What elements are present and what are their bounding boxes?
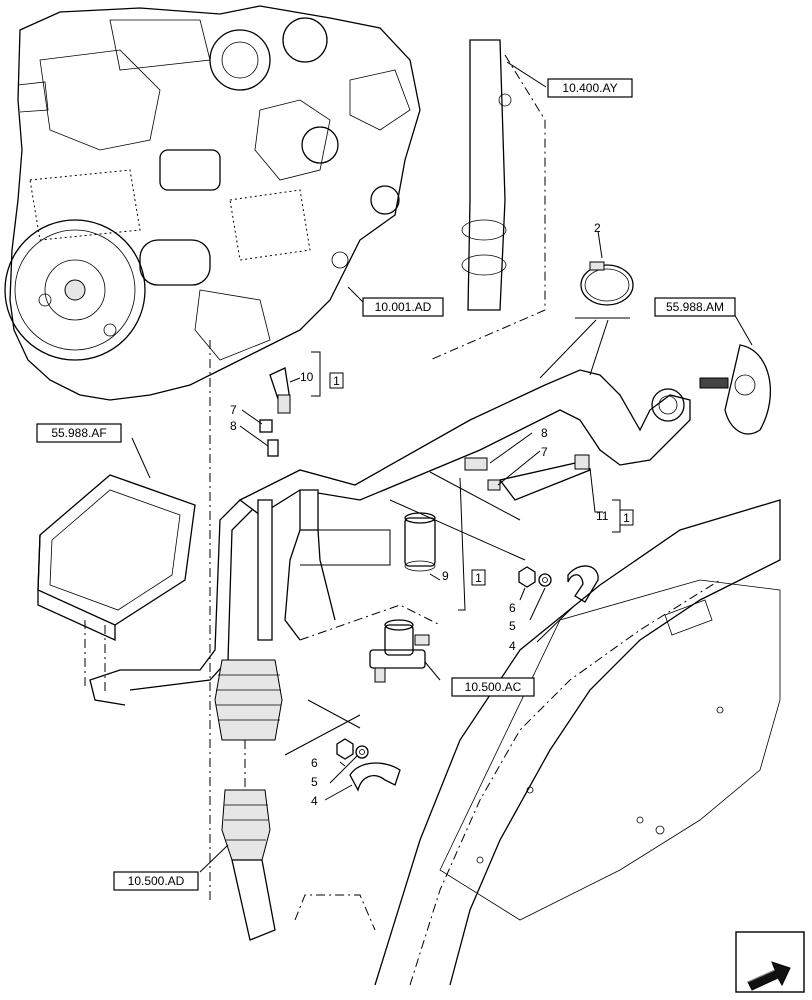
callout-5: 5 xyxy=(311,775,318,789)
quantity-box-9: 1 xyxy=(471,569,486,586)
engine-assembly xyxy=(4,5,421,401)
clamp-set-upper xyxy=(518,565,599,603)
callout-7: 7 xyxy=(541,445,548,459)
callout-5: 5 xyxy=(509,619,516,633)
callout-9: 9 xyxy=(442,569,449,583)
quantity-value: 1 xyxy=(623,511,630,525)
fitting-parts-right xyxy=(464,454,590,491)
reference-label: 10.500.AC xyxy=(465,680,522,694)
sensor-component xyxy=(699,344,772,435)
quantity-value: 1 xyxy=(475,571,482,585)
clamp-set-lower xyxy=(336,738,401,792)
quantity-value: 1 xyxy=(333,374,340,388)
callout-11: 11 xyxy=(596,509,609,523)
callout-4: 4 xyxy=(509,639,516,653)
callout-8: 8 xyxy=(541,426,548,440)
reference-10-001-ad[interactable]: 10.001.AD xyxy=(362,297,444,317)
reference-55-988-am[interactable]: 55.988.AM xyxy=(654,297,736,317)
callout-2: 2 xyxy=(594,221,601,235)
reference-label: 55.988.AF xyxy=(51,426,106,440)
reference-label: 10.500.AD xyxy=(128,874,185,888)
callout-6: 6 xyxy=(509,601,516,615)
valve-assembly xyxy=(299,604,441,683)
bellows-boot xyxy=(214,659,283,941)
reference-label: 10.400.AY xyxy=(562,81,617,95)
reference-label: 10.001.AD xyxy=(375,300,432,314)
callout-4: 4 xyxy=(311,794,318,808)
hose-clamp xyxy=(580,261,634,306)
reference-10-400-ay[interactable]: 10.400.AY xyxy=(547,78,633,98)
filter-cartridge xyxy=(404,512,436,572)
reference-55-988-af[interactable]: 55.988.AF xyxy=(36,423,122,443)
callout-10: 10 xyxy=(300,370,314,384)
control-module-box xyxy=(37,474,196,695)
leader-lines xyxy=(131,61,753,873)
cab-panel xyxy=(294,499,781,986)
callout-numbers: 2 10 7 8 8 7 11 9 6 5 4 6 5 4 xyxy=(230,221,609,808)
reference-10-500-ad[interactable]: 10.500.AD xyxy=(113,871,199,891)
quantity-box-10: 1 xyxy=(329,372,344,389)
upper-coolant-hose xyxy=(429,39,546,361)
arrow-icon[interactable] xyxy=(735,931,805,993)
fitting-parts-upper xyxy=(209,340,291,900)
callout-7: 7 xyxy=(230,403,237,417)
reference-10-500-ac[interactable]: 10.500.AC xyxy=(451,677,535,697)
callout-6: 6 xyxy=(311,756,318,770)
callout-8: 8 xyxy=(230,419,237,433)
quantity-box-11: 1 xyxy=(619,509,634,526)
reference-label: 55.988.AM xyxy=(666,300,724,314)
